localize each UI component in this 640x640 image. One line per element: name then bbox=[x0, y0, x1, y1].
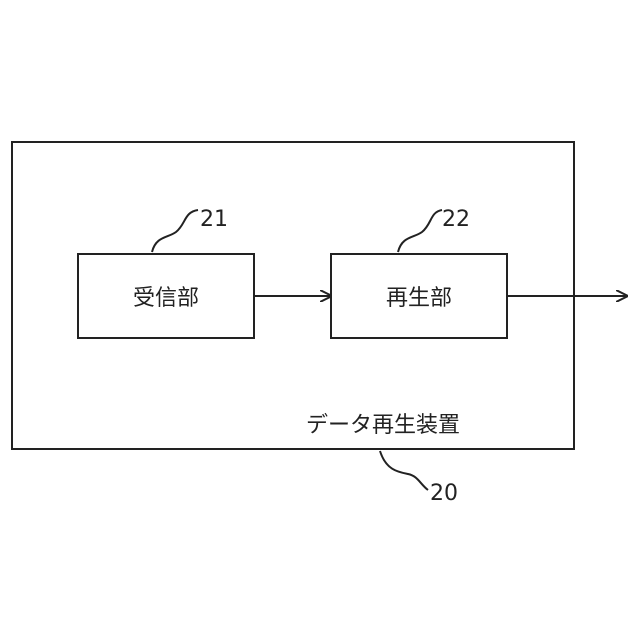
receiver-label: 受信部 bbox=[133, 286, 199, 311]
device-label: データ再生装置 bbox=[306, 413, 460, 438]
device-ref-number: 20 bbox=[430, 481, 458, 506]
player-label: 再生部 bbox=[386, 286, 452, 311]
receiver-ref-number: 21 bbox=[200, 207, 228, 232]
player-ref-number: 22 bbox=[442, 207, 470, 232]
receiver-ref-leader bbox=[152, 210, 198, 252]
device-ref-leader bbox=[380, 451, 428, 490]
player-ref-leader bbox=[398, 210, 442, 252]
